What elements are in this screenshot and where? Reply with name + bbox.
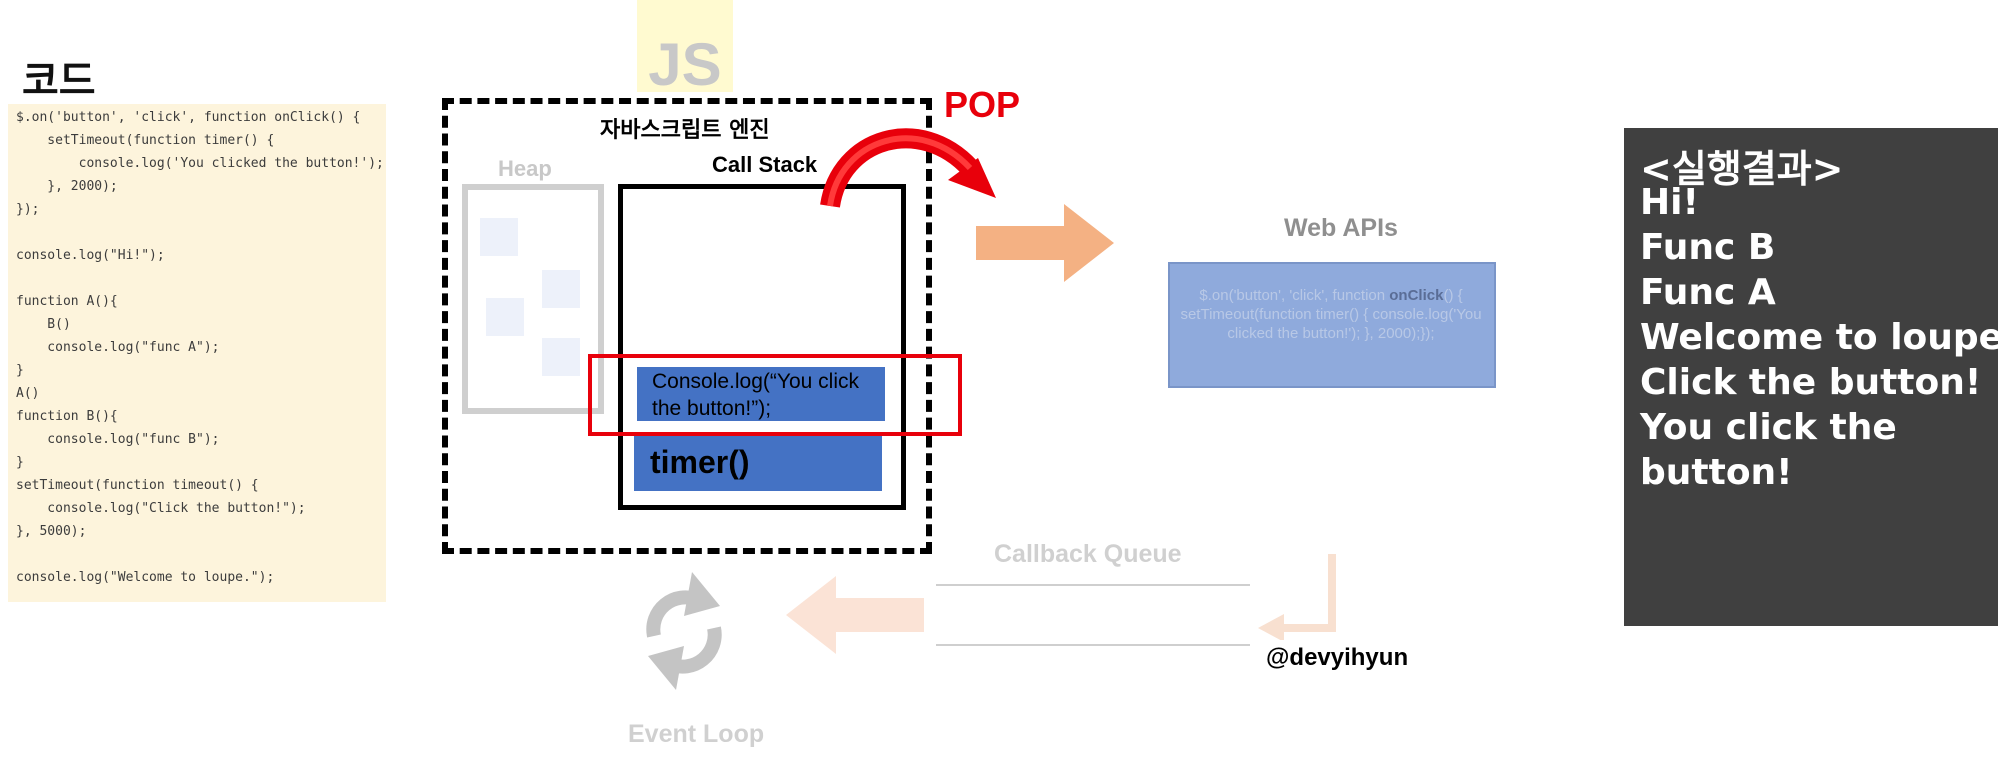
- code-line: setTimeout(function timeout() {: [16, 478, 259, 493]
- web-apis-content-bold: onClick: [1389, 287, 1444, 304]
- code-title: 코드: [22, 58, 96, 104]
- code-line: B(): [16, 317, 71, 332]
- result-title: <실행결과>: [1640, 147, 1844, 191]
- result-panel: [1624, 128, 1998, 626]
- result-line: Func A: [1640, 272, 1776, 313]
- heap-object: [542, 338, 580, 376]
- callback-queue-label: Callback Queue: [994, 540, 1182, 568]
- queue-line: [936, 644, 1250, 646]
- js-badge-text: JS: [648, 31, 722, 98]
- code-line: }: [16, 455, 24, 470]
- code-line: }, 5000);: [16, 524, 87, 539]
- web-apis-content-rest: () { setTimeout(function timer() { conso…: [1180, 287, 1482, 342]
- result-line: You click the: [1640, 407, 1897, 448]
- code-line: console.log("Click the button!");: [16, 501, 306, 516]
- code-line: console.log("Hi!");: [16, 248, 165, 263]
- code-line: function A(){: [16, 294, 118, 309]
- heap-object: [542, 270, 580, 308]
- highlight-box: [588, 354, 962, 436]
- code-line: console.log('You clicked the button!');: [16, 156, 384, 171]
- pop-label: POP: [944, 84, 1021, 125]
- js-badge: [637, 0, 733, 92]
- event-loop-label: Event Loop: [628, 720, 765, 748]
- result-line: Click the button!: [1640, 362, 1982, 403]
- stack-frame-timer-text: timer(): [650, 444, 750, 480]
- arrow-left-icon: [786, 576, 924, 654]
- result-line: button!: [1640, 452, 1793, 493]
- return-arrow-icon: [1258, 554, 1336, 640]
- result-line: Welcome to loupe.: [1640, 317, 2004, 358]
- result-line: Func B: [1640, 227, 1776, 268]
- web-apis-content: $.on('button', 'click', function onClick…: [1178, 286, 1484, 343]
- web-apis-label: Web APIs: [1284, 214, 1398, 242]
- event-loop-cycle-icon: [646, 572, 722, 690]
- stack-frame-timer: [634, 435, 882, 491]
- queue-line: [936, 584, 1250, 586]
- result-line: Hi!: [1640, 182, 1699, 223]
- code-line: A(): [16, 386, 40, 401]
- callstack-box: [618, 184, 906, 510]
- code-line: setTimeout(function timer() {: [16, 133, 275, 148]
- code-line: $.on('button', 'click', function onClick…: [16, 110, 361, 125]
- pop-curved-arrow-icon: [820, 128, 996, 208]
- arrow-right-icon: [976, 204, 1114, 282]
- code-line: console.log("func B");: [16, 432, 220, 447]
- engine-label: 자바스크립트 엔진: [600, 118, 770, 143]
- author-credit: @devyihyun: [1266, 644, 1409, 671]
- code-line: }: [16, 363, 24, 378]
- js-engine-box: [442, 98, 932, 554]
- heap-object: [486, 298, 524, 336]
- heap-box: [462, 184, 604, 414]
- code-line: });: [16, 202, 40, 217]
- stack-frame-console-log: [637, 367, 885, 421]
- heap-object: [480, 218, 518, 256]
- stack-frame-console-log-text: Console.log(“You click the button!”);: [652, 370, 859, 420]
- code-line: console.log("func A");: [16, 340, 220, 355]
- web-apis-box: [1168, 262, 1496, 388]
- heap-label: Heap: [498, 156, 552, 181]
- code-panel: $.on('button', 'click', function onClick…: [8, 104, 386, 602]
- code-line: }, 2000);: [16, 179, 118, 194]
- web-apis-content-prefix: $.on('button', 'click', function: [1199, 287, 1390, 304]
- code-line: function B(){: [16, 409, 118, 424]
- callstack-label: Call Stack: [712, 152, 818, 177]
- code-line: console.log("Welcome to loupe.");: [16, 570, 275, 585]
